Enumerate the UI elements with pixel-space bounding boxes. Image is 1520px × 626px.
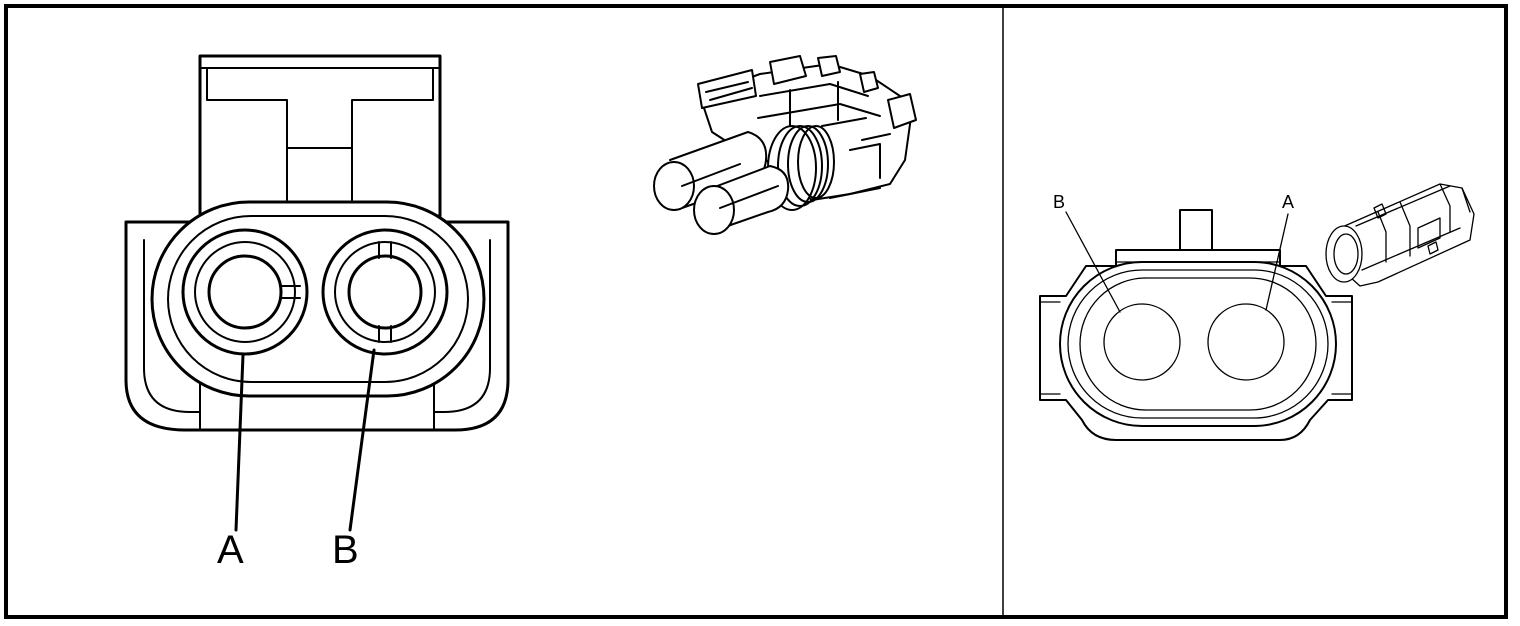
left-pin-label-a: A — [217, 528, 244, 572]
left-connector-end-view — [124, 54, 510, 532]
right-cavity-a — [1207, 303, 1285, 381]
seal-oval-outer — [150, 200, 486, 398]
cavity-b — [321, 228, 449, 356]
right-cavity-b — [1103, 303, 1181, 381]
cavity-a — [181, 228, 309, 356]
right-pin-label-b: B — [1053, 192, 1065, 212]
right-pin-label-a: A — [1282, 192, 1294, 212]
figure-frame — [4, 4, 1508, 619]
connector-isometric-view — [653, 55, 917, 235]
locking-tab — [198, 54, 442, 218]
right-connector-end-view — [1039, 209, 1353, 441]
left-pin-label-b: B — [332, 528, 359, 572]
small-connector-isometric-view — [1325, 183, 1475, 287]
